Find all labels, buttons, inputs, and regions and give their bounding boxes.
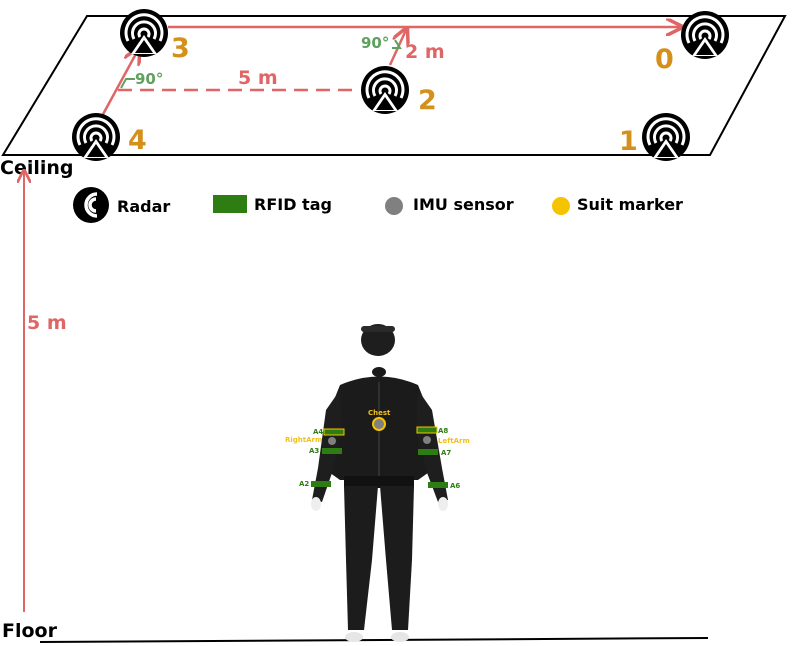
- tag-label-a2: A2: [299, 480, 309, 488]
- radar-number-4: 4: [128, 125, 147, 156]
- legend-radar-label: Radar: [117, 197, 170, 216]
- legend-imu-swatch: [385, 197, 403, 215]
- radar-number-1: 1: [619, 126, 638, 157]
- tag-label-a8: A8: [438, 427, 448, 435]
- depth-label: 2 m: [405, 41, 445, 63]
- radar-number-2: 2: [418, 85, 437, 116]
- chest-label: Chest: [368, 409, 391, 417]
- floor-line: [39, 637, 709, 643]
- radar-icon-0: [679, 9, 731, 61]
- rfid-tag-a6: [428, 482, 448, 488]
- rfid-tag-a3: [322, 448, 342, 454]
- height-label: 5 m: [27, 312, 67, 334]
- ceiling-plane: [1, 15, 787, 156]
- right-angle-mark-right: [392, 39, 402, 49]
- right-angle-mark-left: [120, 78, 135, 89]
- rfid-tag-a2: [311, 481, 331, 487]
- legend-suit-marker-swatch: [552, 197, 570, 215]
- radar-number-0: 0: [655, 44, 674, 75]
- side-edge-arrow: [99, 50, 138, 119]
- chest-imu-sensor: [372, 417, 386, 431]
- left-arm-label: LeftArm: [438, 437, 470, 445]
- legend-suit-marker-label: Suit marker: [577, 195, 683, 214]
- angle-label-right: 90°: [361, 34, 389, 52]
- right-arm-label: RightArm: [285, 436, 322, 444]
- width-label: 5 m: [238, 67, 278, 89]
- ceiling-label: Ceiling: [0, 157, 74, 179]
- legend: Radar RFID tag IMU sensor Suit marker: [73, 187, 683, 223]
- legend-rfid-swatch: [213, 195, 247, 213]
- tag-label-a7: A7: [441, 449, 451, 457]
- radar-icon-1: [640, 111, 692, 163]
- radar-number-3: 3: [171, 33, 190, 64]
- legend-radar-icon: [73, 187, 109, 223]
- right-arm-imu-sensor: [328, 437, 336, 445]
- mocap-suit-figure: [311, 324, 448, 642]
- rfid-tag-a8: [416, 426, 438, 434]
- radar-icon-4: [70, 111, 122, 163]
- tag-label-a4: A4: [313, 428, 323, 436]
- left-arm-imu-sensor: [423, 436, 431, 444]
- legend-imu-label: IMU sensor: [413, 195, 514, 214]
- legend-rfid-label: RFID tag: [254, 195, 332, 214]
- tag-label-a6: A6: [450, 482, 460, 490]
- radar-icon-2: [359, 64, 411, 116]
- rfid-tag-a7: [418, 449, 438, 455]
- floor-label: Floor: [2, 620, 58, 642]
- angle-label-left: 90°: [135, 70, 163, 88]
- rfid-tag-a4: [323, 428, 345, 436]
- radar-icon-3: [118, 7, 170, 59]
- tag-label-a3: A3: [309, 447, 319, 455]
